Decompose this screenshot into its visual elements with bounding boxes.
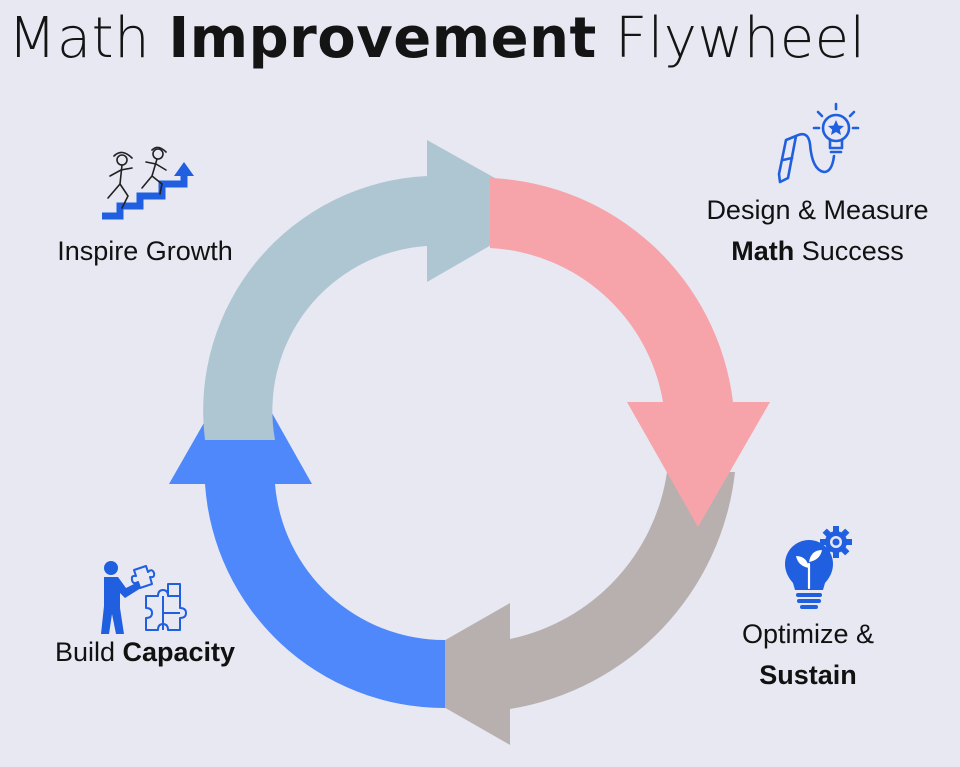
stage-build-text: Build: [54, 637, 123, 667]
stage-label-optimize: Optimize & Sustain: [718, 614, 898, 696]
title-part-2: Improvement: [168, 6, 597, 71]
pencil-lightbulb-star-icon: [770, 100, 865, 188]
lightbulb-plant-gear-icon: [782, 526, 854, 610]
stage-label-design: Design & Measure Math Success: [680, 190, 955, 272]
stage-label-inspire: Inspire Growth: [40, 231, 250, 272]
title-part-1: Math: [8, 6, 169, 71]
stage-label-build: Build Capacity: [30, 632, 260, 673]
page-title: Math Improvement Flywheel: [0, 4, 960, 74]
flywheel-arrow-inspire: [203, 140, 552, 440]
runners-climbing-stairs-icon: [92, 146, 202, 228]
flywheel-arrow-build: [169, 358, 445, 709]
flywheel-arrow-optimize: [386, 472, 735, 745]
stage-optimize-line2: Sustain: [718, 655, 898, 696]
person-puzzle-icon: [98, 560, 193, 636]
stage-design-line1: Design & Measure: [706, 195, 929, 225]
stage-design-bold: Math: [731, 236, 795, 266]
stage-design-rest: Success: [794, 236, 904, 266]
stage-optimize-line1: Optimize &: [741, 619, 875, 649]
stage-optimize-bold: Sustain: [759, 660, 857, 690]
stage-build-bold: Capacity: [122, 637, 236, 667]
stage-inspire-text: Inspire Growth: [57, 236, 233, 266]
flywheel-arrow-design: [490, 178, 770, 527]
stage-design-line2: Math Success: [680, 231, 955, 272]
title-part-3: Flywheel: [596, 6, 866, 71]
